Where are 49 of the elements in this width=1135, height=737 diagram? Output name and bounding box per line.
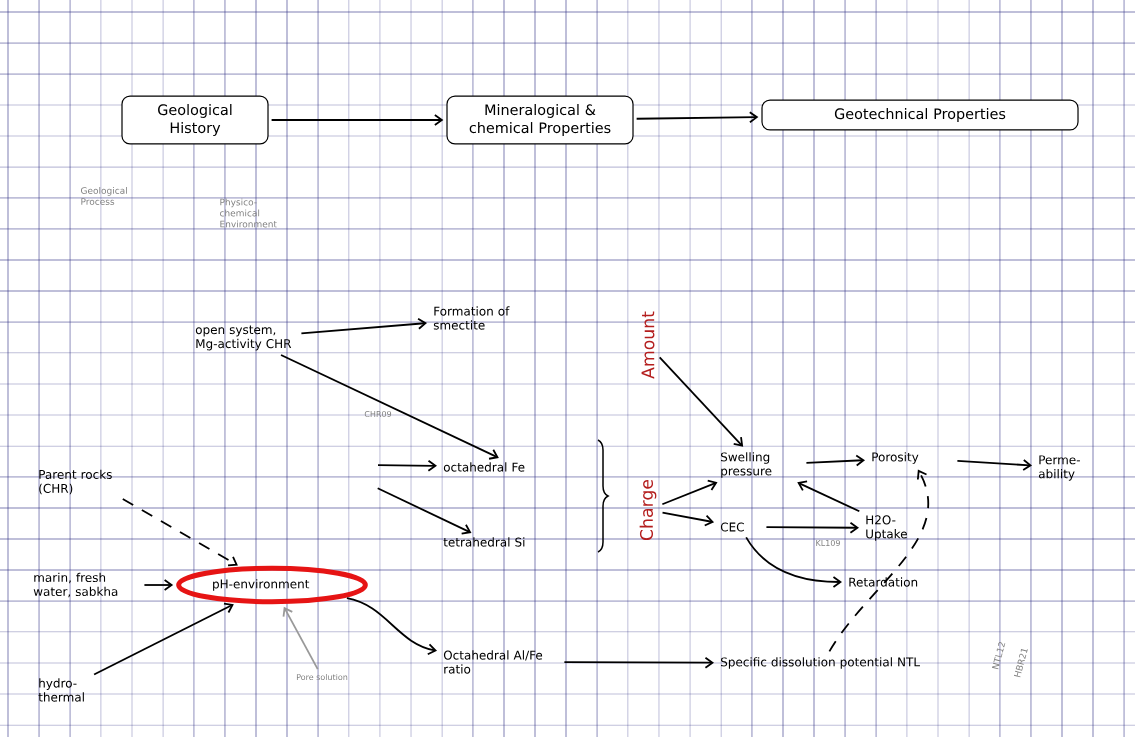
arrow — [346, 597, 438, 656]
rounded-box: Mineralogical & chemical Properties — [446, 95, 634, 145]
node-text: octahedral Fe — [443, 462, 525, 472]
arrow — [377, 459, 437, 472]
arrow — [745, 536, 842, 588]
arrow — [765, 521, 859, 534]
arrow — [143, 579, 174, 591]
note-text: Physico-chemical Environment — [220, 198, 277, 228]
arrow — [563, 656, 714, 669]
arrow — [376, 487, 472, 535]
node-text: Formation of smectite — [433, 306, 510, 330]
arrow — [635, 111, 759, 124]
arrow — [280, 354, 499, 460]
edge-label: KL109 — [816, 540, 840, 547]
note-text: NTL12 — [991, 642, 1006, 670]
edge-label: CHR09 — [364, 410, 392, 418]
node-text: Porosity — [872, 452, 919, 464]
note-text: Geological Process — [81, 187, 127, 205]
node-text: Perme-ability — [1038, 455, 1080, 481]
rounded-box: Geological History — [121, 95, 269, 145]
rotated-text: Charge — [639, 479, 657, 541]
arrow — [797, 480, 861, 513]
arrow — [956, 459, 1032, 471]
node-text: Octahedral Al/Fe ratio — [443, 650, 543, 674]
node-text: CEC — [720, 522, 744, 532]
note-text: HBR21 — [1013, 649, 1028, 678]
node-text: Swelling pressure — [721, 452, 772, 478]
arrow — [805, 454, 865, 467]
arrow — [661, 479, 718, 506]
node-text: Parent rocks (CHR) — [39, 469, 112, 495]
rotated-text: Amount — [641, 311, 655, 379]
rounded-box: Geotechnical Properties — [761, 99, 1079, 131]
arrow — [270, 114, 444, 126]
node-text: tetrahedral Si — [443, 537, 525, 547]
arrow — [661, 511, 715, 527]
node-text: Retardation — [849, 577, 918, 587]
arrow — [121, 498, 238, 567]
arrow — [300, 317, 427, 335]
arrow — [828, 469, 930, 653]
node-text: marin, fresh water, sabkha — [33, 572, 118, 598]
arrow — [282, 606, 319, 670]
node-text: Specific dissolution potential NTL — [721, 657, 920, 669]
arrow — [93, 602, 234, 676]
node-text: open system, Mg-activity CHR — [195, 325, 292, 351]
arrow — [658, 356, 744, 447]
node-text: hydro-thermal — [38, 678, 84, 702]
circled-text: pH-environment — [176, 565, 368, 605]
note-text: Pore solution — [296, 673, 348, 681]
node-text: H2O-Uptake — [866, 515, 907, 541]
